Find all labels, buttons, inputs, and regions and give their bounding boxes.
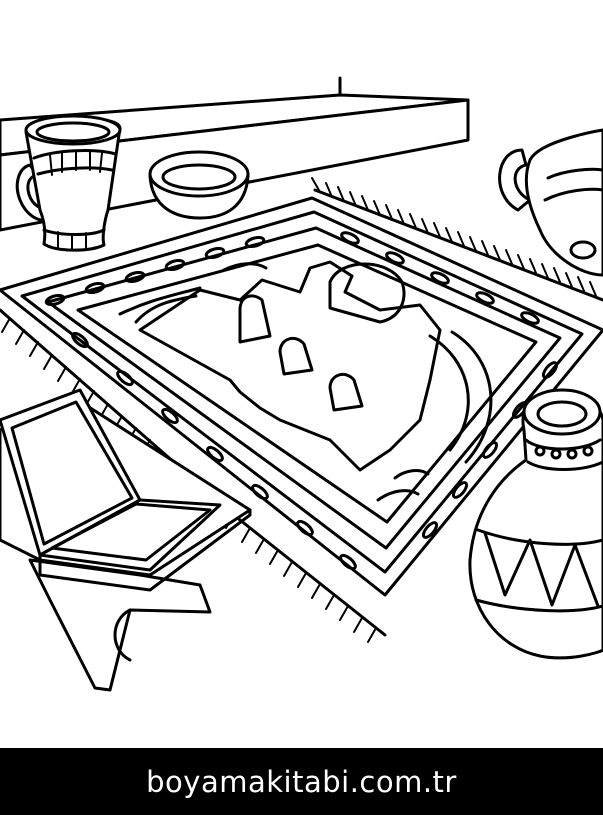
vase-dots	[534, 445, 594, 460]
bowl	[148, 150, 250, 220]
coloring-artwork	[0, 76, 603, 692]
site-label: boyamakitabi.com.tr	[146, 764, 457, 799]
rug-mosque-motif	[118, 260, 493, 502]
rug-border-ovals	[44, 231, 559, 571]
pot	[498, 128, 603, 277]
prayer-rug	[0, 196, 603, 597]
book-stand	[0, 388, 252, 692]
site-footer: boyamakitabi.com.tr	[0, 748, 603, 815]
cup	[15, 114, 122, 252]
rug-fringe	[0, 177, 603, 643]
vase	[468, 388, 603, 660]
